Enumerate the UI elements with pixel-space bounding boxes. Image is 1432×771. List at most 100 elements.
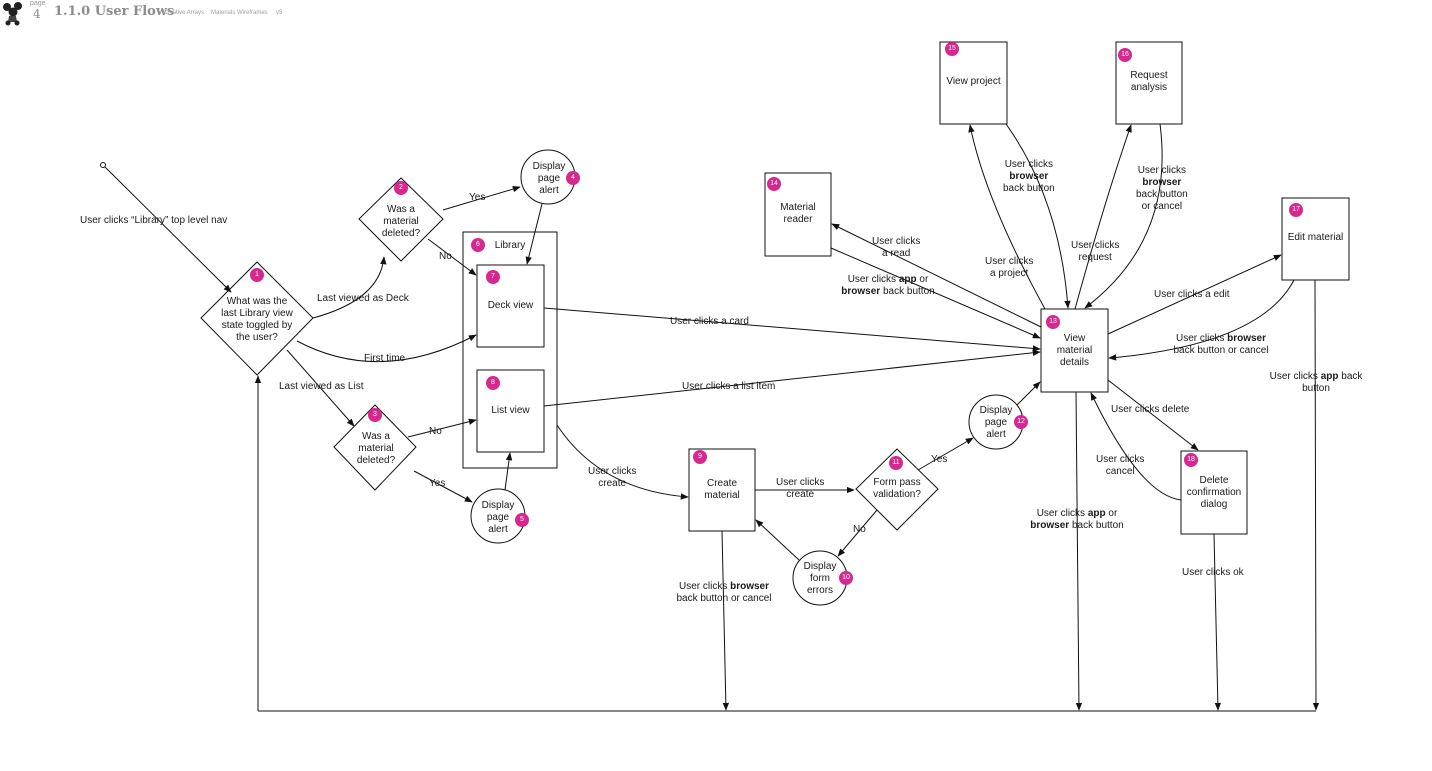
- edge-start-to-1: [104, 166, 232, 293]
- edge-1-to-3: [286, 349, 355, 427]
- label-no-11-10: No: [853, 524, 866, 535]
- edge-13-to-17: [1107, 254, 1282, 335]
- label-clicks-delete: User clicks delete: [1111, 404, 1190, 415]
- edge-13-to-14: [831, 223, 1042, 328]
- badge-6: 6: [471, 238, 485, 252]
- edge-9-down: [721, 530, 730, 711]
- badge-5: 5: [515, 513, 529, 527]
- badge-13: 13: [1046, 315, 1060, 329]
- label-browser-back-15: User clicks browser back button: [1003, 159, 1055, 194]
- version-label: v5: [276, 10, 283, 16]
- label-yes-2-4: Yes: [469, 192, 486, 203]
- edge-library-to-9: [556, 424, 689, 500]
- edge-13-to-16: [1074, 124, 1132, 310]
- label-app-browser-14: User clicks app or browser back button: [841, 274, 935, 297]
- label-no-3-8: No: [429, 426, 442, 437]
- edge-3-to-5: [413, 470, 473, 503]
- edge-13-to-18: [1107, 379, 1199, 451]
- node-2-shape[interactable]: [358, 177, 444, 262]
- node-7-text: Deck view: [487, 300, 534, 311]
- edge-14-to-13: [830, 247, 1041, 339]
- edge-1-to-7: [296, 334, 477, 362]
- edge-12-to-13: [1016, 381, 1041, 406]
- label-clicks-card: User clicks a card: [670, 316, 749, 327]
- node-8-shape[interactable]: [476, 369, 545, 453]
- label-last-deck: Last viewed as Deck: [317, 293, 409, 304]
- edge-7-to-13: [543, 307, 1041, 352]
- edge-18-down: [1213, 533, 1222, 711]
- node-15-text: View project: [946, 76, 1001, 87]
- edge-13-to-15: [968, 124, 1046, 310]
- edge-11-to-12: [917, 437, 974, 471]
- label-no-2-7: No: [439, 251, 452, 262]
- page-header: page 4 1.1.0 User Flows Creative Arrays …: [0, 0, 600, 30]
- label-clicks-ok: User clicks ok: [1182, 567, 1244, 578]
- edge-4-to-7: [525, 203, 543, 265]
- badge-12: 12: [1014, 415, 1028, 429]
- label-yes-11-12: Yes: [931, 454, 948, 465]
- mascot-logo-icon: [3, 2, 22, 26]
- edge-17-to-13: [1108, 279, 1295, 361]
- edge-1-to-2: [312, 256, 387, 319]
- label-clicks-edit: User clicks a edit: [1154, 289, 1230, 300]
- badge-7: 7: [486, 270, 500, 284]
- node-6-title: Library: [494, 240, 526, 251]
- label-yes-3-5: Yes: [429, 478, 446, 489]
- document-subtitle: Materials Wireframes: [211, 10, 268, 16]
- label-clicks-list-item: User clicks a list item: [682, 381, 776, 392]
- edge-11-to-10: [837, 509, 878, 557]
- page-number: 4: [33, 7, 41, 21]
- badge-1: 1: [250, 268, 264, 282]
- label-library-nav: User clicks “Library” top level nav: [80, 215, 228, 226]
- page-label: page: [30, 0, 46, 7]
- badge-17: 17: [1289, 203, 1303, 217]
- badge-15: 15: [945, 42, 959, 56]
- label-first-time: First time: [364, 353, 406, 364]
- node-8-text: List view: [491, 405, 530, 416]
- badge-16: 16: [1118, 48, 1132, 62]
- label-app-browser-13: User clicks app or browser back button: [1030, 508, 1124, 531]
- edge-8-to-13: [543, 349, 1041, 407]
- badge-18: 18: [1184, 453, 1198, 467]
- edge-3-to-8: [407, 418, 477, 438]
- label-browser-back-16: User clicks browser back button or cance…: [1136, 165, 1188, 212]
- label-app-back-17: User clicks app back button: [1269, 371, 1363, 394]
- label-browser-cancel-17: User clicks browser back button or cance…: [1173, 333, 1269, 356]
- page-title: 1.1.0 User Flows: [54, 4, 175, 19]
- label-last-list: Last viewed as List: [279, 381, 364, 392]
- edge-10-to-9: [755, 519, 800, 561]
- label-browser-cancel-9: User clicks browser back button or cance…: [676, 581, 772, 604]
- badge-9: 9: [693, 450, 707, 464]
- edge-5-to-8: [504, 452, 513, 491]
- edge-2-to-7: [427, 238, 477, 276]
- edge-17-down: [1312, 279, 1320, 711]
- edge-13-down: [1075, 391, 1083, 711]
- node-17-text: Edit material: [1287, 232, 1344, 243]
- badge-2: 2: [394, 181, 408, 195]
- node-11-shape[interactable]: [855, 448, 939, 531]
- edge-16-to-13: [1084, 123, 1163, 309]
- badge-10: 10: [839, 571, 853, 585]
- edge-2-to-4: [442, 185, 521, 211]
- edge-18-to-13: [1090, 392, 1182, 501]
- badge-8: 8: [486, 376, 500, 390]
- edge-15-to-13: [1005, 123, 1071, 309]
